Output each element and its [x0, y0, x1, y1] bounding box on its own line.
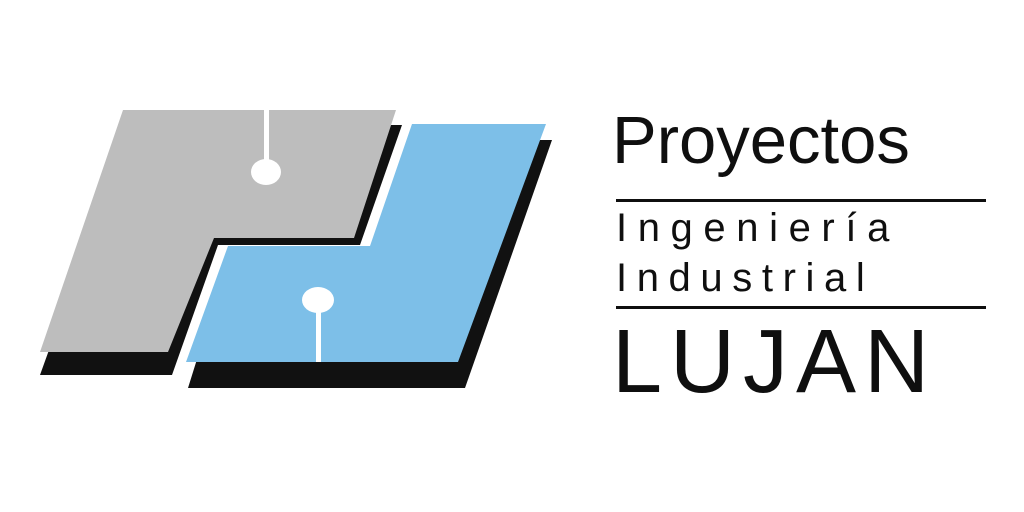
wordmark-divider-top [616, 199, 986, 202]
company-logo-mark [40, 110, 552, 388]
gray-block-connector-pad [251, 159, 281, 185]
wordmark-divider-bottom [616, 306, 986, 309]
gray-block [40, 110, 396, 352]
wordmark-line-industrial: Industrial [616, 256, 875, 300]
wordmark-brand: LUJAN [612, 312, 938, 412]
blue-block-connector-stem [316, 300, 321, 362]
company-wordmark: Proyectos Ingeniería Industrial LUJAN [612, 100, 987, 410]
wordmark-line-ingenieria: Ingeniería [616, 206, 900, 250]
gray-block-connector-stem [264, 110, 269, 170]
wordmark-title: Proyectos [612, 103, 910, 178]
blue-block [186, 124, 546, 362]
